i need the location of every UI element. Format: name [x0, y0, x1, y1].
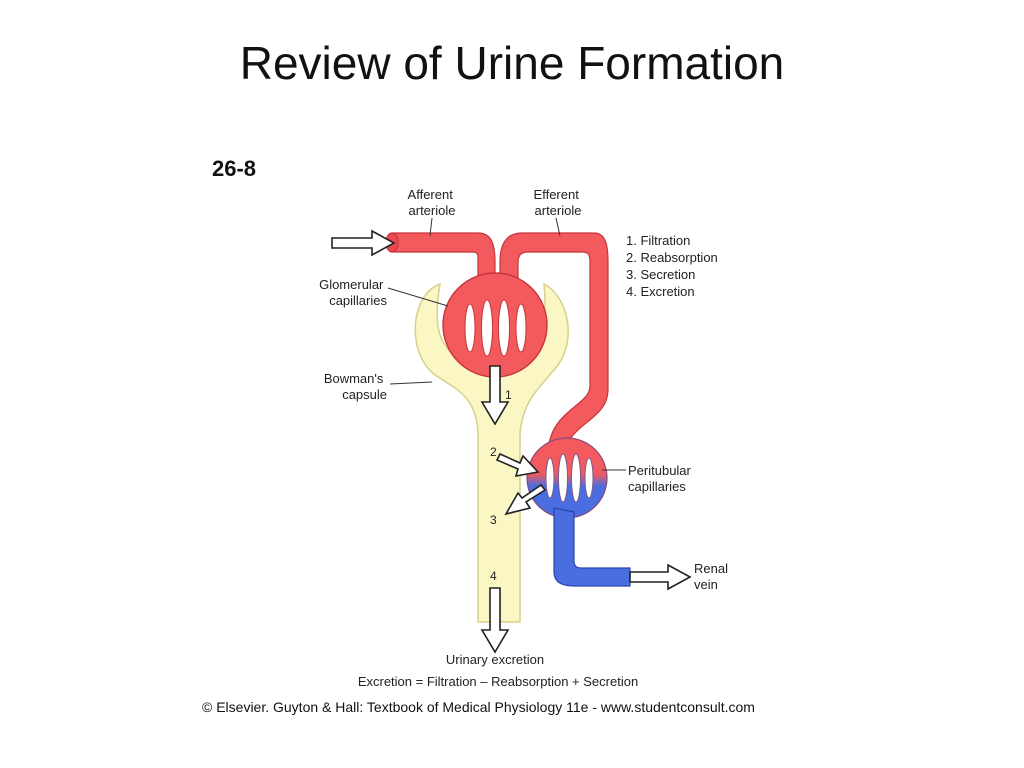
step-number-1: 1: [505, 388, 512, 402]
figure-number: 26-8: [212, 156, 257, 181]
efferent-label: Efferent arteriole: [534, 187, 583, 218]
filtration-arrow[interactable]: [480, 365, 510, 426]
glomerular-leader: [387, 287, 449, 307]
peritubular-loops: [545, 453, 594, 503]
step-number-2: 2: [490, 445, 497, 459]
renal-vein-label: Renal vein: [694, 561, 732, 592]
renal-vein-arrow[interactable]: [629, 563, 692, 591]
step-number-4: 4: [490, 569, 497, 583]
slide-title: Review of Urine Formation: [239, 37, 785, 89]
step-number-3: 3: [490, 513, 497, 527]
glomerulus: [442, 272, 548, 378]
copyright-credit: © Elsevier. Guyton & Hall: Textbook of M…: [202, 699, 755, 715]
legend-reabsorption: 2. Reabsorption: [626, 250, 718, 265]
reabsorption-arrow[interactable]: [495, 452, 540, 478]
excretion-arrow[interactable]: [480, 587, 510, 654]
renal-vein: [553, 507, 631, 587]
glomerulus-loops: [464, 299, 527, 357]
legend-excretion: 4. Excretion: [626, 284, 695, 299]
bowmans-leader: [389, 381, 433, 385]
legend-filtration: 1. Filtration: [626, 233, 690, 248]
secretion-arrow[interactable]: [504, 483, 547, 516]
urinary-excretion-label: Urinary excretion: [446, 652, 544, 667]
step-legend: 1. Filtration 2. Reabsorption 3. Secreti…: [626, 233, 721, 299]
equation: Excretion = Filtration – Reabsorption + …: [358, 674, 638, 689]
afferent-label: Afferent arteriole: [408, 187, 457, 218]
afferent-leader: [429, 217, 433, 237]
legend-secretion: 3. Secretion: [626, 267, 695, 282]
peritubular-label: Peritubular capillaries: [628, 463, 695, 494]
efferent-leader: [555, 217, 561, 237]
glomerular-label: Glomerular capillaries: [319, 277, 387, 308]
inflow-arrow[interactable]: [331, 229, 396, 257]
bowmans-label: Bowman's capsule: [324, 371, 387, 402]
